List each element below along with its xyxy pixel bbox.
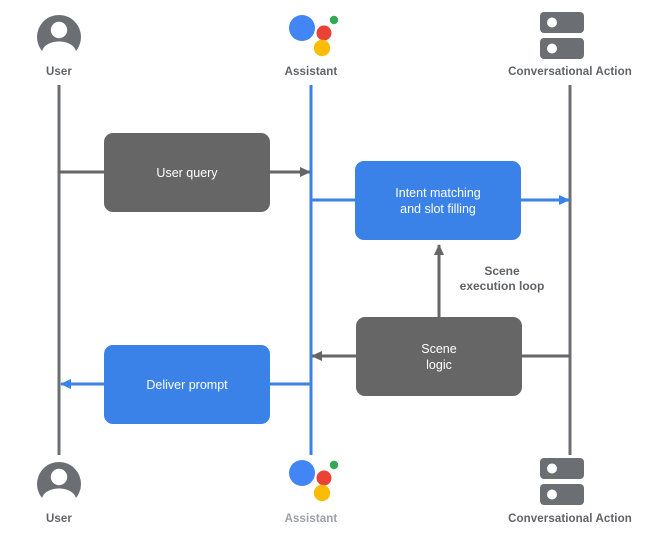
- actor-label-conversational-action-top: Conversational Action: [508, 66, 632, 78]
- node-deliver-prompt[interactable]: [104, 345, 270, 424]
- user-avatar-icon: [37, 15, 81, 61]
- actor-label-user-top: User: [46, 66, 72, 78]
- node-user-query[interactable]: [104, 133, 270, 212]
- google-assistant-icon-bottom: [289, 460, 339, 502]
- node-intent-matching[interactable]: [355, 161, 521, 240]
- actor-label-user-bottom: User: [46, 513, 72, 525]
- google-assistant-icon: [289, 15, 339, 57]
- node-scene-logic[interactable]: [356, 317, 522, 396]
- server-icon: [540, 12, 584, 59]
- actor-label-assistant-bottom: Assistant: [284, 513, 338, 525]
- user-avatar-icon-bottom: [37, 462, 81, 508]
- scene-execution-loop-label: Scene execution loop: [459, 264, 545, 293]
- actor-label-assistant-top: Assistant: [284, 66, 338, 78]
- server-icon-bottom: [540, 458, 584, 505]
- actor-label-conversational-action-bottom: Conversational Action: [508, 513, 632, 525]
